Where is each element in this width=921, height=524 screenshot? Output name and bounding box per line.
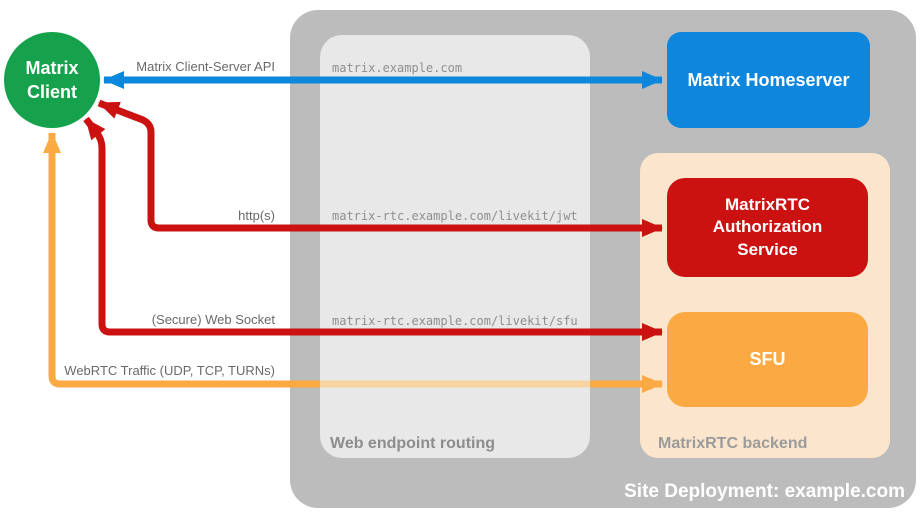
- endpoint-livekit-sfu: matrix-rtc.example.com/livekit/sfu: [332, 314, 578, 328]
- web-endpoint-routing-caption: Web endpoint routing: [330, 435, 496, 452]
- webrtc-traffic-arrow: [43, 132, 320, 388]
- matrixrtc-authorization-service-node: MatrixRTC Authorization Service: [667, 178, 868, 277]
- sfu-node: SFU: [667, 312, 868, 407]
- matrix-client-node: Matrix Client: [4, 32, 100, 128]
- sfu-label: SFU: [749, 349, 786, 369]
- matrix-client-label: Matrix Client: [25, 57, 79, 102]
- websocket-arrow-label: (Secure) Web Socket: [151, 312, 275, 327]
- web-endpoint-routing-panel: [320, 35, 590, 458]
- webrtc-traffic-arrow-label: WebRTC Traffic (UDP, TCP, TURNs): [64, 363, 275, 378]
- endpoint-livekit-jwt: matrix-rtc.example.com/livekit/jwt: [332, 209, 578, 223]
- site-deployment-caption: Site Deployment: example.com: [624, 481, 905, 502]
- matrix-homeserver-node: Matrix Homeserver: [667, 32, 870, 128]
- endpoint-matrix-example-com: matrix.example.com: [332, 61, 463, 75]
- auth-service-label: MatrixRTC Authorization Service: [712, 195, 823, 259]
- matrix-homeserver-label: Matrix Homeserver: [687, 69, 850, 90]
- https-arrow-label: http(s): [238, 208, 275, 223]
- client-server-api-arrow-label: Matrix Client-Server API: [136, 59, 275, 74]
- matrixrtc-backend-caption: MatrixRTC backend: [658, 435, 808, 452]
